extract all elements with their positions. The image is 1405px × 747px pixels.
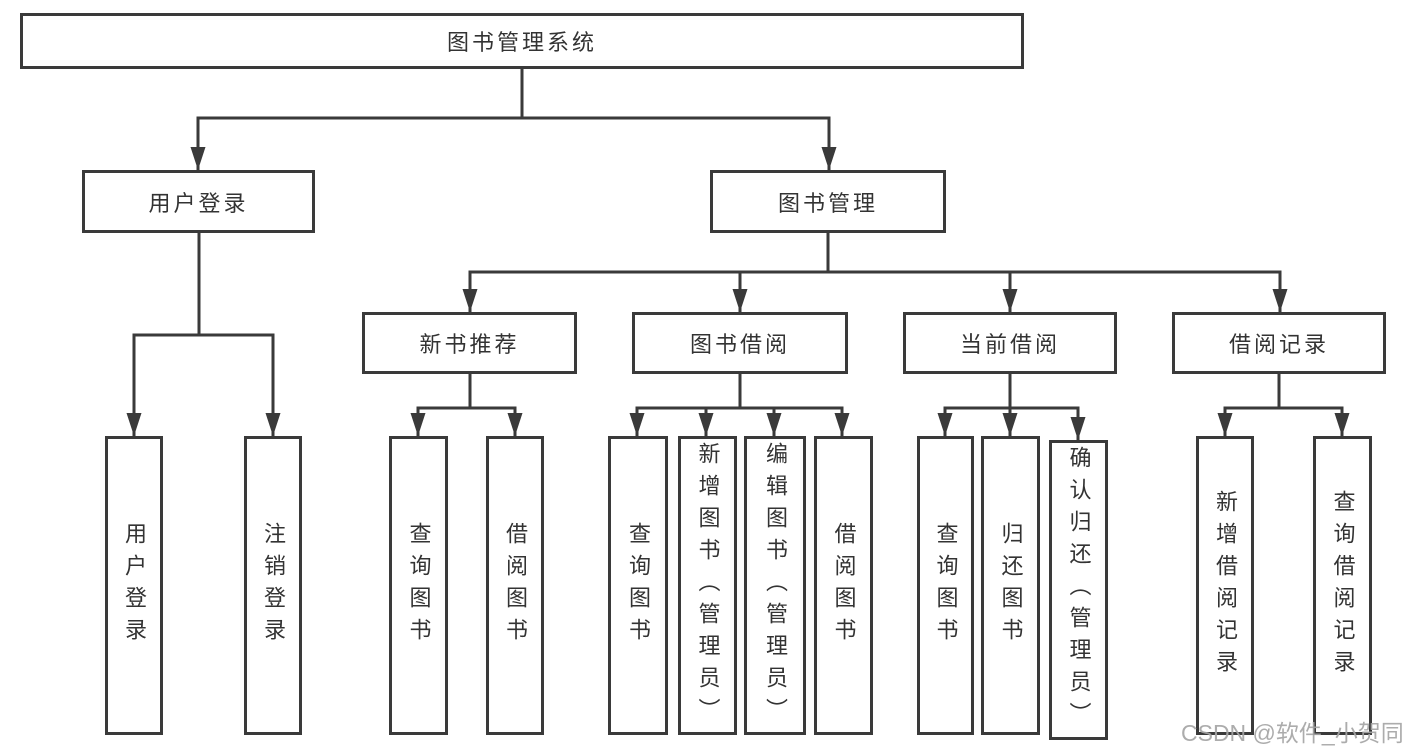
- node-borrowing-records: 借阅记录: [1172, 312, 1386, 374]
- leaf-label: 查询图书: [933, 521, 959, 650]
- node-leaf-add-books-admin: 新增图书（管理员）: [678, 436, 737, 735]
- node-book-management-branch: 图书管理: [710, 170, 946, 233]
- leaf-label: 查询图书: [626, 521, 651, 650]
- node-leaf-add-borrow-record: 新增借阅记录: [1196, 436, 1254, 735]
- leaf-label: 注销登录: [261, 521, 286, 650]
- leaf-label: 查询图书: [406, 521, 432, 650]
- leaf-label: 借阅图书: [503, 521, 528, 650]
- node-leaf-query-borrow-record: 查询借阅记录: [1313, 436, 1372, 735]
- node-leaf-borrow-books-recommend: 借阅图书: [486, 436, 544, 735]
- node-leaf-logout: 注销登录: [244, 436, 302, 735]
- node-library-management-system: 图书管理系统: [20, 13, 1024, 69]
- node-leaf-return-books: 归还图书: [981, 436, 1040, 735]
- leaf-label: 编辑图书（管理员）: [763, 441, 788, 730]
- leaf-label: 查询借阅记录: [1330, 489, 1356, 682]
- leaf-label: 确认归还（管理员）: [1066, 446, 1092, 734]
- node-user-login-branch: 用户登录: [82, 170, 315, 233]
- node-leaf-confirm-return-admin: 确认归还（管理员）: [1049, 440, 1108, 740]
- leaf-label: 新增借阅记录: [1213, 489, 1238, 682]
- leaf-label: 借阅图书: [831, 521, 857, 650]
- node-book-borrowing: 图书借阅: [632, 312, 848, 374]
- node-current-borrowing: 当前借阅: [903, 312, 1117, 374]
- node-leaf-edit-books-admin: 编辑图书（管理员）: [744, 436, 806, 735]
- leaf-label: 新增图书（管理员）: [695, 441, 721, 730]
- leaf-label: 用户登录: [122, 521, 147, 650]
- node-leaf-user-login: 用户登录: [105, 436, 163, 735]
- node-leaf-query-books-borrow: 查询图书: [608, 436, 668, 735]
- node-leaf-query-books-current: 查询图书: [917, 436, 974, 735]
- node-new-book-recommend: 新书推荐: [362, 312, 577, 374]
- node-leaf-borrow-books: 借阅图书: [814, 436, 873, 735]
- node-leaf-query-books-recommend: 查询图书: [389, 436, 448, 735]
- csdn-watermark: CSDN @软件_小贺同学: [1181, 720, 1405, 746]
- leaf-label: 归还图书: [998, 521, 1024, 650]
